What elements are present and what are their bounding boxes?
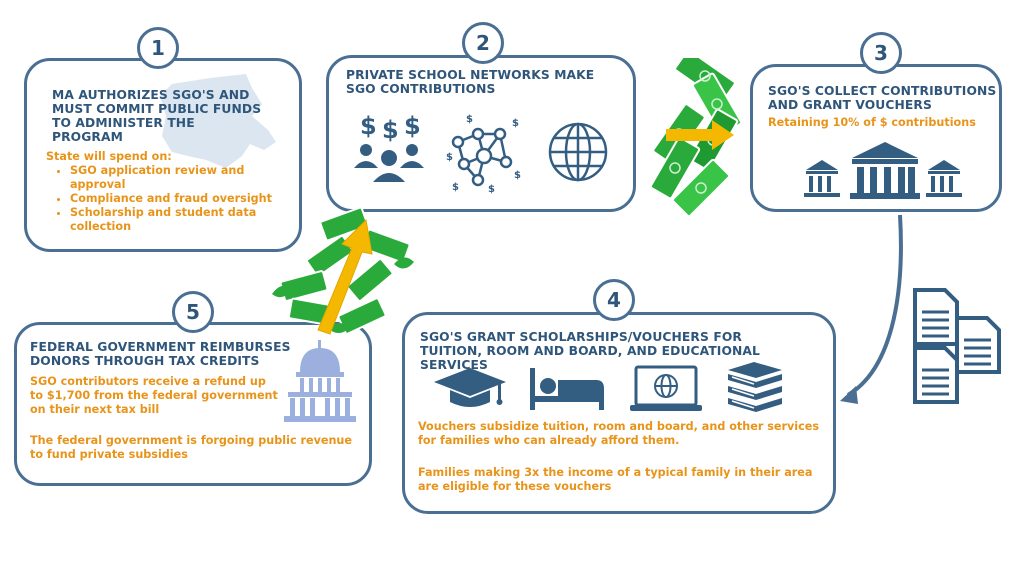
svg-text:$: $	[404, 112, 421, 140]
donors-icon: $ $ $	[354, 112, 424, 182]
step1-box	[24, 58, 302, 252]
network-icon: $ $ $ $ $ $	[446, 114, 521, 194]
step5-para2: The federal government is forgoing publi…	[30, 434, 352, 461]
bed-icon	[530, 368, 604, 410]
svg-text:$: $	[514, 170, 521, 181]
massachusetts-map-icon	[160, 74, 276, 168]
step1-list-item: Compliance and fraud oversight	[70, 192, 296, 206]
step3-title: SGO'S COLLECT CONTRIBUTIONS AND GRANT VO…	[768, 84, 997, 112]
step5-title: FEDERAL GOVERNMENT REIMBURSES DONORS THR…	[30, 340, 291, 368]
step1-number: 1	[137, 27, 179, 69]
step1-intro: State will spend on:	[46, 150, 172, 163]
step1-list-item: SGO application review and approval	[70, 164, 296, 192]
step1-title: MA AUTHORIZES SGO'S AND MUST COMMIT PUBL…	[52, 88, 262, 144]
graduation-cap-icon	[434, 368, 506, 407]
connector-arrow-3-to-4	[840, 214, 903, 404]
svg-text:$: $	[466, 114, 473, 125]
arrow-icon	[666, 120, 734, 150]
svg-text:$: $	[446, 152, 453, 163]
step4-number: 4	[593, 279, 635, 321]
documents-icon	[913, 288, 1001, 404]
step5-para1: SGO contributors receive a refund up to …	[30, 375, 278, 416]
svg-text:$: $	[512, 118, 519, 129]
step4-title: SGO'S GRANT SCHOLARSHIPS/VOUCHERS FOR TU…	[420, 330, 760, 372]
svg-text:$: $	[382, 116, 399, 144]
step2-number: 2	[462, 22, 504, 64]
svg-text:$: $	[360, 112, 377, 140]
step5-number: 5	[172, 291, 214, 333]
laptop-icon	[630, 365, 702, 411]
svg-text:$: $	[452, 182, 459, 193]
money-icon	[649, 58, 743, 218]
step4-para1: Vouchers subsidize tuition, room and boa…	[418, 420, 819, 447]
capitol-icon	[284, 340, 356, 422]
money-arrow-icon	[272, 206, 414, 335]
books-icon	[728, 362, 782, 412]
step2-title: PRIVATE SCHOOL NETWORKS MAKE SGO CONTRIB…	[346, 68, 595, 96]
step3-note: Retaining 10% of $ contributions	[768, 116, 976, 129]
globe-icon	[548, 122, 608, 182]
bank-icon	[804, 142, 962, 199]
step1-list-item: Scholarship and student data collection	[70, 206, 296, 234]
svg-text:$: $	[488, 184, 495, 194]
step4-para2: Families making 3x the income of a typic…	[418, 466, 813, 493]
step1-list: SGO application review and approval Comp…	[46, 164, 296, 234]
step3-number: 3	[860, 32, 902, 74]
